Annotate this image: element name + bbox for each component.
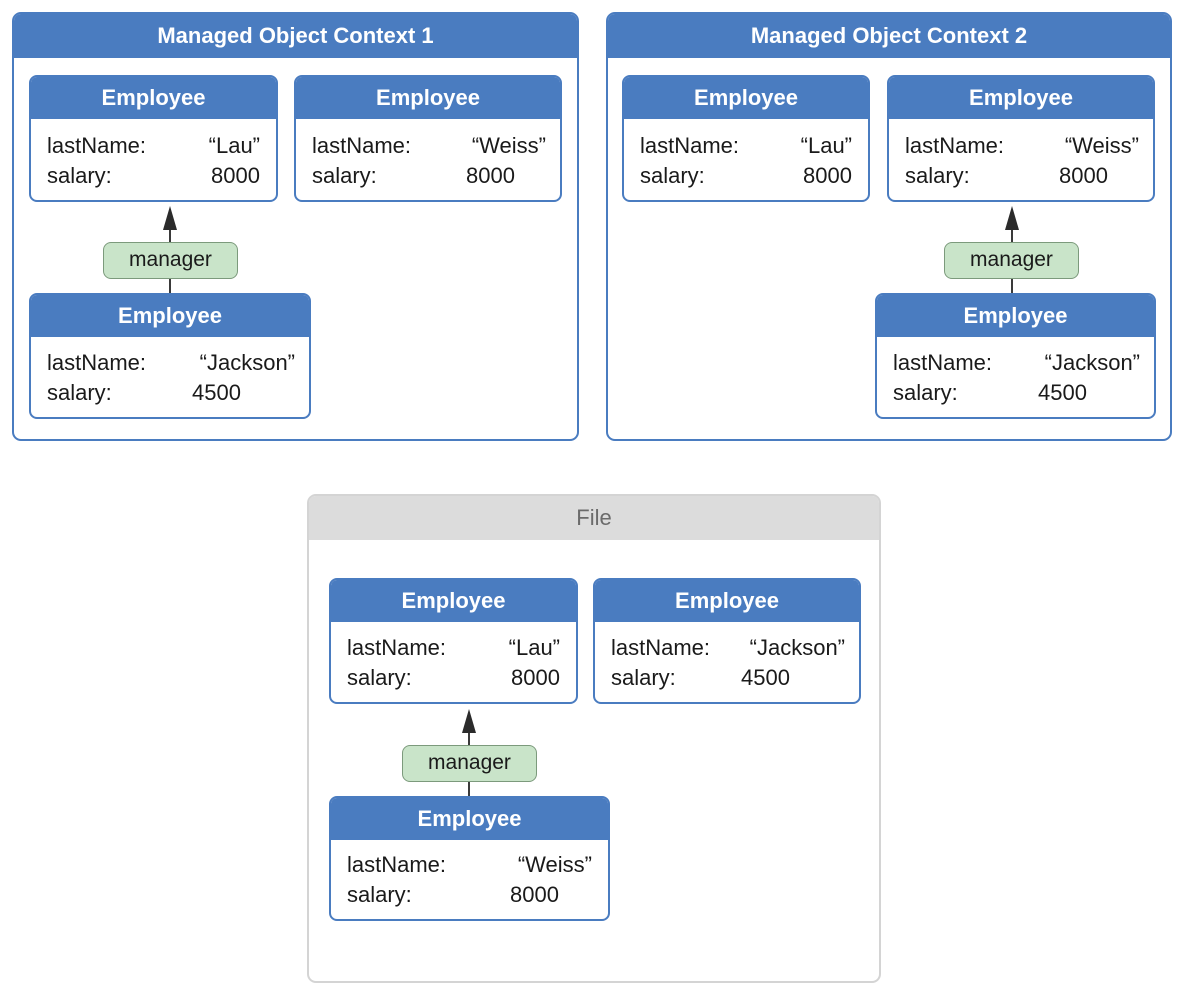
employee-entity-jackson: Employee lastName: “Jackson” salary: 450… xyxy=(875,293,1156,419)
attribute-value-salary: 4500 xyxy=(741,665,790,690)
entity-title: Employee xyxy=(331,798,608,840)
attribute-value-lastname: “Lau” xyxy=(208,133,260,158)
attribute-value-lastname: “Jackson” xyxy=(1044,350,1140,375)
relationship-line xyxy=(468,731,470,747)
attribute-key-salary: salary: xyxy=(347,882,412,907)
attribute-value-salary: 4500 xyxy=(1038,380,1087,405)
attribute-value-salary: 8000 xyxy=(510,882,559,907)
attribute-value-lastname: “Jackson” xyxy=(749,635,845,660)
entity-title: Employee xyxy=(595,580,859,622)
attribute-value-salary: 8000 xyxy=(803,163,852,188)
attribute-value-lastname: “Lau” xyxy=(508,635,560,660)
attribute-key-lastname: lastName: xyxy=(347,852,447,877)
employee-entity-weiss: Employee lastName: “Weiss” salary: 8000 xyxy=(294,75,562,202)
attribute-value-salary: 8000 xyxy=(1059,163,1108,188)
entity-title: Employee xyxy=(31,77,276,119)
relationship-line xyxy=(1011,278,1013,294)
attribute-key-lastname: lastName: xyxy=(47,350,147,375)
attribute-key-lastname: lastName: xyxy=(905,133,1005,158)
attribute-key-salary: salary: xyxy=(893,380,958,405)
attribute-key-lastname: lastName: xyxy=(47,133,147,158)
relationship-label-manager: manager xyxy=(103,242,238,279)
relationship-line xyxy=(169,278,171,294)
attribute-key-lastname: lastName: xyxy=(640,133,740,158)
employee-entity-lau: Employee lastName: “Lau” salary: 8000 xyxy=(329,578,578,704)
relationship-arrowhead-icon xyxy=(462,709,476,733)
employee-entity-jackson: Employee lastName: “Jackson” salary: 450… xyxy=(593,578,861,704)
relationship-label-manager: manager xyxy=(944,242,1079,279)
attribute-key-salary: salary: xyxy=(47,163,112,188)
employee-entity-lau: Employee lastName: “Lau” salary: 8000 xyxy=(622,75,870,202)
relationship-arrowhead-icon xyxy=(163,206,177,230)
attribute-key-lastname: lastName: xyxy=(611,635,711,660)
group-title: Managed Object Context 2 xyxy=(608,14,1170,58)
entity-title: Employee xyxy=(296,77,560,119)
attribute-value-lastname: “Weiss” xyxy=(1064,133,1139,158)
attribute-value-lastname: “Weiss” xyxy=(517,852,592,877)
attribute-key-lastname: lastName: xyxy=(893,350,993,375)
employee-entity-jackson: Employee lastName: “Jackson” salary: 450… xyxy=(29,293,311,419)
entity-title: Employee xyxy=(624,77,868,119)
attribute-value-salary: 4500 xyxy=(192,380,241,405)
attribute-key-salary: salary: xyxy=(312,163,377,188)
relationship-line xyxy=(169,228,171,244)
attribute-key-salary: salary: xyxy=(347,665,412,690)
relationship-arrowhead-icon xyxy=(1005,206,1019,230)
attribute-key-salary: salary: xyxy=(611,665,676,690)
relationship-line xyxy=(468,781,470,797)
attribute-value-salary: 8000 xyxy=(211,163,260,188)
employee-entity-weiss: Employee lastName: “Weiss” salary: 8000 xyxy=(329,796,610,921)
attribute-key-salary: salary: xyxy=(640,163,705,188)
employee-entity-weiss: Employee lastName: “Weiss” salary: 8000 xyxy=(887,75,1155,202)
attribute-value-lastname: “Jackson” xyxy=(199,350,295,375)
group-title: Managed Object Context 1 xyxy=(14,14,577,58)
employee-entity-lau: Employee lastName: “Lau” salary: 8000 xyxy=(29,75,278,202)
relationship-label-manager: manager xyxy=(402,745,537,782)
group-title: File xyxy=(309,496,879,540)
attribute-value-salary: 8000 xyxy=(511,665,560,690)
attribute-key-salary: salary: xyxy=(905,163,970,188)
attribute-value-lastname: “Lau” xyxy=(800,133,852,158)
relationship-line xyxy=(1011,228,1013,244)
attribute-key-salary: salary: xyxy=(47,380,112,405)
entity-title: Employee xyxy=(31,295,309,337)
entity-title: Employee xyxy=(889,77,1153,119)
attribute-value-lastname: “Weiss” xyxy=(471,133,546,158)
attribute-value-salary: 8000 xyxy=(466,163,515,188)
entity-title: Employee xyxy=(331,580,576,622)
attribute-key-lastname: lastName: xyxy=(347,635,447,660)
entity-title: Employee xyxy=(877,295,1154,337)
attribute-key-lastname: lastName: xyxy=(312,133,412,158)
